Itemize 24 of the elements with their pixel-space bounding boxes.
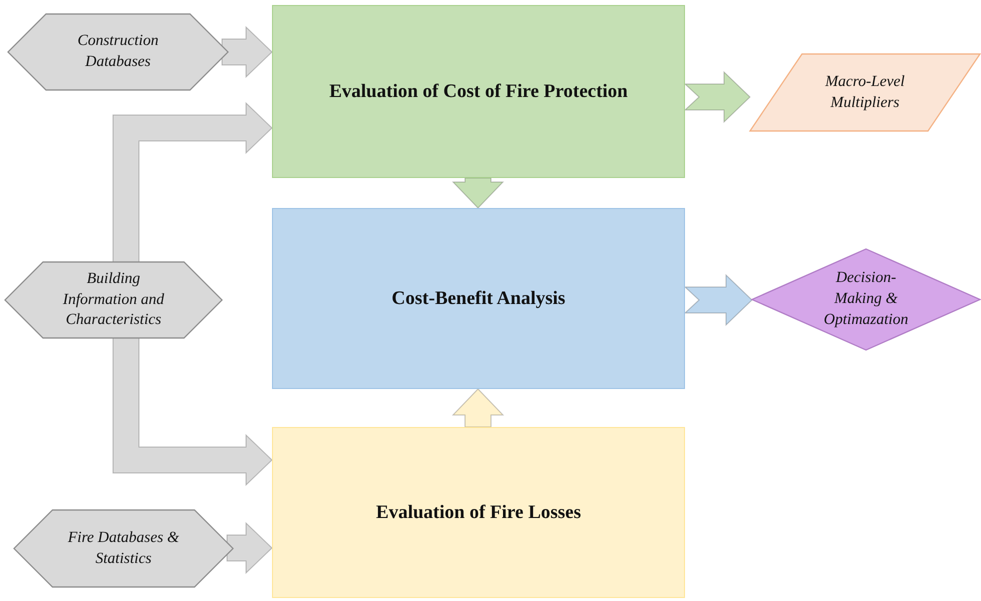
node-label: Evaluation of Cost of Fire Protection — [329, 80, 628, 104]
block-arrow — [684, 70, 751, 124]
hexagon-node — [5, 262, 222, 338]
hexagon-node — [8, 14, 228, 90]
parallelogram-node — [750, 54, 980, 131]
process-box — [272, 427, 685, 598]
node-label: Macro-Level Multipliers — [824, 72, 906, 112]
node-label: Fire Databases & Statistics — [68, 528, 180, 568]
block-arrow — [684, 274, 753, 326]
block-arrow — [452, 388, 504, 428]
node-label: Decision-Making & Optimazation — [822, 268, 910, 330]
node-label: Construction Databases — [76, 31, 160, 72]
block-arrow — [112, 338, 273, 486]
node-label: Building Information and Characteristics — [62, 268, 166, 330]
block-arrow — [112, 102, 273, 262]
decision-diamond — [752, 249, 980, 350]
hexagon-node — [14, 510, 233, 587]
process-box — [272, 208, 685, 389]
block-arrow — [226, 522, 273, 574]
block-arrow — [452, 178, 504, 209]
node-label: Cost-Benefit Analysis — [392, 286, 566, 311]
block-arrow — [222, 26, 273, 78]
process-box — [272, 5, 685, 178]
node-label: Evaluation of Fire Losses — [376, 500, 581, 525]
